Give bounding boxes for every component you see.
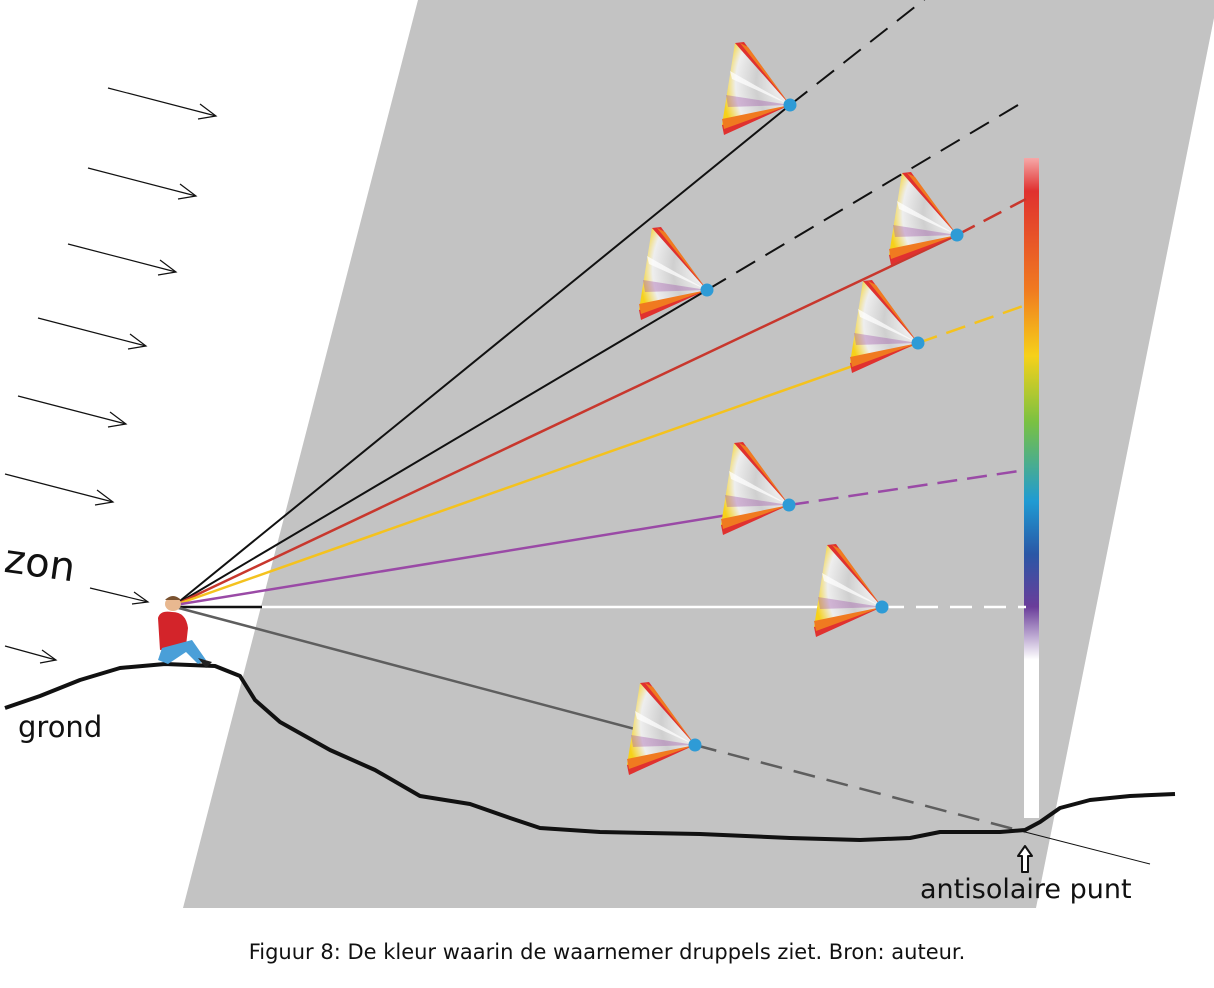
ground-label: grond: [18, 710, 102, 744]
right-arrow-icon: [108, 88, 216, 119]
right-arrow-icon: [90, 588, 148, 604]
right-arrow-icon: [18, 396, 126, 427]
sun-label: zon: [2, 536, 79, 591]
right-arrow-icon: [5, 474, 113, 505]
figure-caption: Figuur 8: De kleur waarin de waarnemer d…: [0, 940, 1214, 964]
right-arrow-icon: [38, 318, 146, 349]
antisolar-point-label: antisolaire punt: [920, 874, 1132, 905]
spectrum-bar: [1024, 158, 1039, 818]
rain-sheet: [183, 0, 1214, 908]
right-arrow-icon: [5, 646, 56, 663]
right-arrow-icon: [68, 244, 176, 275]
right-arrow-icon: [88, 168, 196, 199]
